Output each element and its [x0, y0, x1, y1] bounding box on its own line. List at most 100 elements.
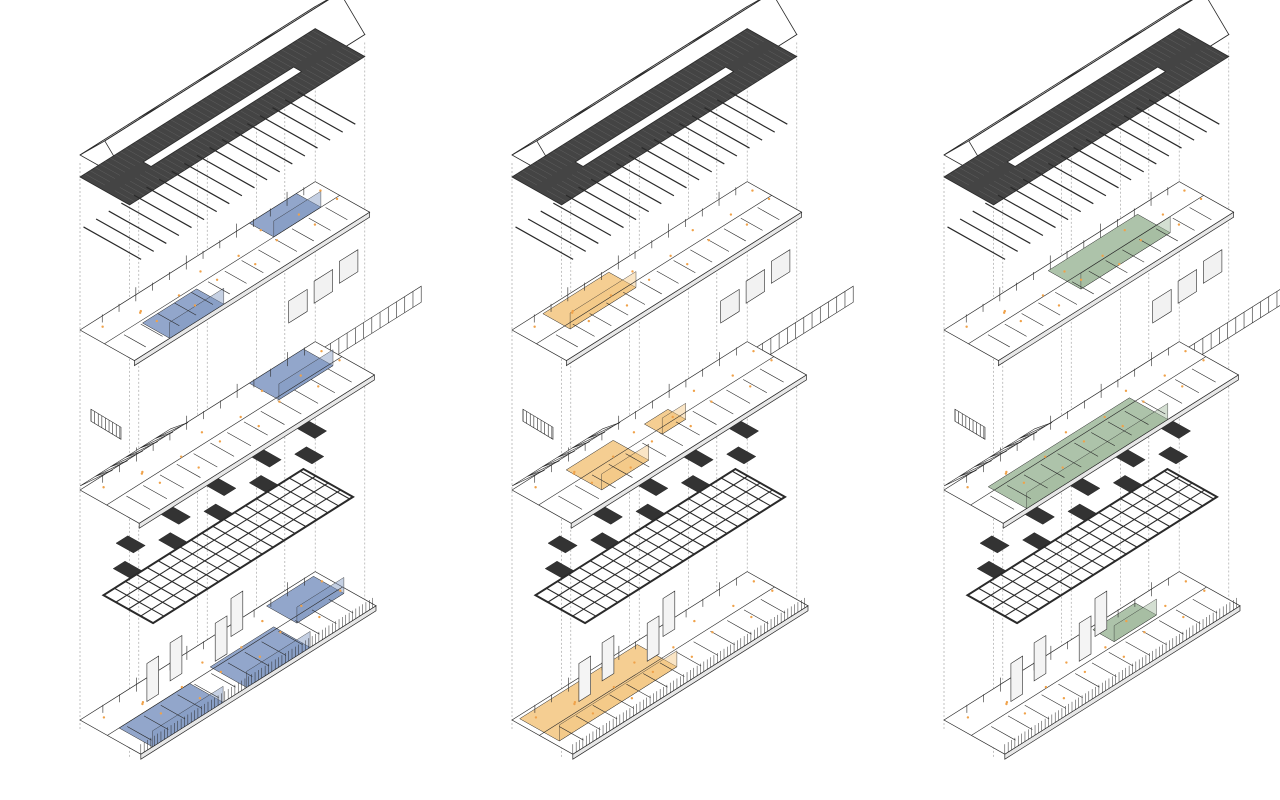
sawtooth-segment: [1004, 431, 1038, 449]
roof-hatch-line: [572, 138, 593, 151]
furniture-item: [101, 325, 104, 328]
beam-bar: [635, 503, 666, 522]
furniture-item: [1177, 223, 1181, 226]
rafter: [985, 202, 1044, 237]
rafter: [234, 131, 293, 165]
furniture-item: [771, 589, 774, 592]
middle-floor-highlight-wall: [278, 349, 334, 401]
roof-hatch-line: [134, 177, 155, 190]
roof-hatch-line: [612, 113, 633, 125]
furniture-item: [651, 670, 655, 674]
partition-wall: [1191, 368, 1216, 383]
partition-wall: [1088, 270, 1111, 284]
roof-hatch-line: [974, 157, 995, 170]
roof-hatch-line: [682, 104, 703, 117]
rafter: [972, 210, 1031, 244]
roof-hatch-line: [160, 125, 181, 138]
furniture-item: [197, 466, 200, 469]
roof-hatch-line: [521, 170, 543, 182]
roof-hatch-line: [185, 145, 206, 158]
furniture-item: [1164, 604, 1167, 608]
panel-left: [79, 0, 422, 760]
partition-wall: [1058, 683, 1083, 699]
furniture-item: [686, 262, 689, 266]
partition-wall: [656, 270, 679, 284]
grid-runner: [1016, 496, 1218, 624]
roof-hip: [1002, 103, 1028, 119]
roof-hatch-line: [150, 132, 171, 144]
furniture-item: [1125, 619, 1128, 623]
furniture-item: [300, 604, 303, 608]
sawtooth-segment: [526, 460, 560, 477]
sawtooth-roof: [511, 422, 621, 487]
furniture-item: [731, 374, 734, 377]
rafter: [1161, 91, 1220, 125]
ground-volume: [146, 655, 159, 703]
roof-hatch-line: [260, 98, 281, 110]
roof-hatch-line: [235, 114, 256, 126]
roof-hatch-line: [140, 138, 161, 151]
furniture-item: [625, 304, 629, 307]
roof-hatch-line: [632, 100, 653, 113]
partition-wall: [625, 453, 650, 468]
partition-wall: [1139, 239, 1162, 252]
furniture-item: [1005, 702, 1008, 706]
roof-hatch-line: [984, 151, 1005, 163]
roof-hatch-line: [537, 160, 558, 173]
roof-hatch-line: [703, 55, 724, 68]
furniture-item: [770, 359, 773, 362]
ground-floor-furniture: [966, 580, 1206, 719]
roof-hatch-line: [1024, 161, 1045, 174]
middle-floor: [511, 341, 808, 529]
roof-hatch-line: [124, 184, 145, 196]
roof-hatch-line: [225, 120, 246, 132]
beam-bar: [203, 503, 234, 522]
roof-hatch-line: [1195, 53, 1216, 66]
rafter: [729, 91, 788, 125]
roof-hatch-line: [708, 52, 729, 65]
facade-panel: [1152, 288, 1172, 324]
furniture-item: [587, 319, 591, 323]
roof-hatch-line: [89, 170, 111, 182]
ground-volume: [601, 634, 615, 682]
rafter: [666, 131, 725, 165]
partition-wall: [759, 368, 784, 383]
roof-hatch-line: [688, 65, 709, 78]
partition-wall: [278, 630, 303, 646]
facade-panel: [720, 288, 740, 324]
roof-hatch-line: [1044, 149, 1065, 161]
roof-hatch-line: [547, 154, 568, 167]
roof-hatch-line: [1165, 36, 1186, 49]
furniture-item: [1124, 389, 1128, 393]
beam-bar: [1022, 532, 1053, 551]
rafter: [704, 107, 763, 141]
roof-hatch-line: [215, 90, 237, 103]
roof-hatch-line: [733, 72, 754, 85]
upper-floor-partitions: [533, 187, 780, 348]
structural-grid: [533, 467, 787, 625]
partition-wall: [1004, 323, 1027, 337]
beam-bar: [1067, 503, 1098, 522]
furniture-item: [573, 702, 576, 706]
beam-bar: [294, 446, 325, 465]
rafter: [628, 154, 687, 189]
partition-wall: [325, 207, 348, 221]
roof-hatch-line: [265, 94, 286, 107]
furniture-item: [1063, 270, 1066, 273]
middle-floor: [79, 341, 376, 529]
roof-hatch-line: [1110, 71, 1131, 84]
partition-wall: [1125, 641, 1151, 656]
upper-floor: [79, 181, 371, 367]
roof-hatch-line: [341, 47, 362, 59]
roof-hatch-line: [1029, 122, 1050, 135]
rafter: [947, 226, 1006, 260]
beam-bar: [683, 449, 714, 468]
ground-floor-partitions: [102, 577, 354, 741]
partition-wall: [241, 260, 264, 274]
sawtooth-segment: [79, 469, 113, 487]
roof-hatch-line: [978, 190, 999, 202]
roof-hatch-line: [673, 75, 694, 87]
rafter: [1085, 138, 1145, 173]
roof-hatch-line: [246, 71, 267, 84]
furniture-item: [750, 615, 753, 619]
